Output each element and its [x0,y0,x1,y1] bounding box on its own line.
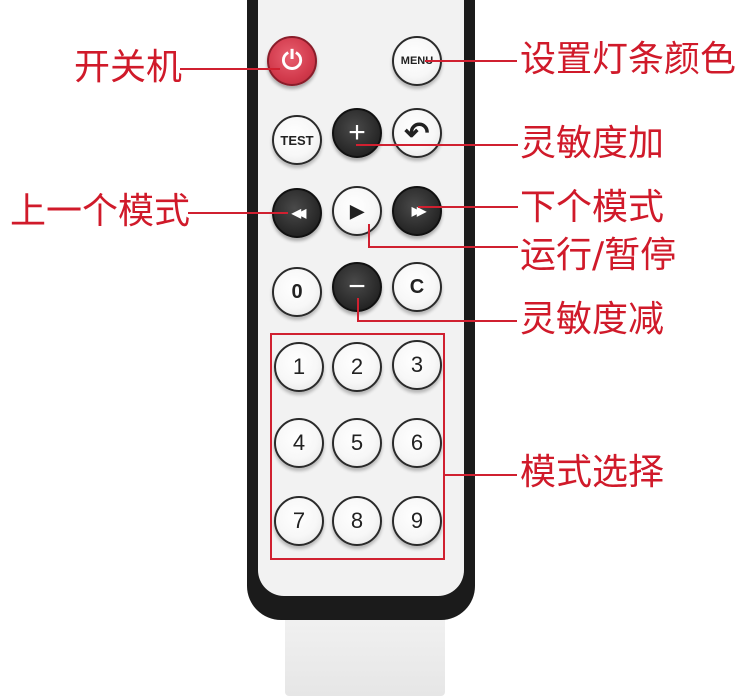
sens-down-pointer-line [357,320,517,322]
next-mode-button[interactable]: ▶▶ [392,186,442,236]
digit-9-button[interactable]: 9 [392,496,442,546]
menu-pointer-line [425,60,517,62]
label-menu: 设置灯条颜色 [520,39,737,80]
digit-3-button[interactable]: 3 [392,340,442,390]
back-button[interactable]: ↶ [392,108,442,158]
digit-label: 5 [350,430,364,455]
minus-icon: − [348,270,366,303]
plus-icon: + [348,116,366,149]
digit-label: 2 [350,354,364,379]
label-mode-select: 模式选择 [520,452,665,493]
digit-1-button[interactable]: 1 [274,342,324,392]
mode-pointer-line [445,474,517,476]
label-sens-down: 灵敏度减 [520,299,665,340]
digit-8-button[interactable]: 8 [332,496,382,546]
digit-7-button[interactable]: 7 [274,496,324,546]
zero-button-label: 0 [291,280,303,303]
sensitivity-down-button[interactable]: − [332,262,382,312]
power-icon: ⏻ [281,45,303,75]
play-icon: ▶ [350,200,364,221]
label-prev: 上一个模式 [10,191,191,232]
rewind-icon: ◀◀ [291,206,307,220]
digit-4-button[interactable]: 4 [274,418,324,468]
label-next: 下个模式 [520,187,665,228]
zero-button[interactable]: 0 [272,267,322,317]
digit-label: 4 [292,430,306,455]
play-pointer-line [368,246,518,248]
sensitivity-up-button[interactable]: + [332,108,382,158]
c-button[interactable]: C [392,262,442,312]
digit-label: 9 [410,508,424,533]
test-button[interactable]: TEST [272,115,322,165]
c-button-label: C [409,275,425,298]
digit-label: 6 [410,430,424,455]
sens-down-pointer-vline [357,298,359,320]
mode-select-box [270,333,445,560]
digit-5-button[interactable]: 5 [332,418,382,468]
play-pause-button[interactable]: ▶ [332,186,382,236]
next-pointer-line [418,206,518,208]
digit-label: 8 [350,508,364,533]
test-button-label: TEST [280,132,314,148]
menu-button-label: MENU [400,55,434,67]
power-button[interactable]: ⏻ [267,36,317,86]
label-play: 运行/暂停 [520,235,677,276]
digit-2-button[interactable]: 2 [332,342,382,392]
digit-label: 3 [410,352,424,377]
digit-label: 7 [292,508,306,533]
label-power: 开关机 [74,47,183,88]
label-sens-up: 灵敏度加 [520,123,665,164]
sens-up-pointer-line [356,144,518,146]
prev-pointer-line [188,212,288,214]
play-pointer-vline [368,224,370,246]
digit-label: 1 [292,354,306,379]
power-pointer-line [180,68,280,70]
digit-6-button[interactable]: 6 [392,418,442,468]
